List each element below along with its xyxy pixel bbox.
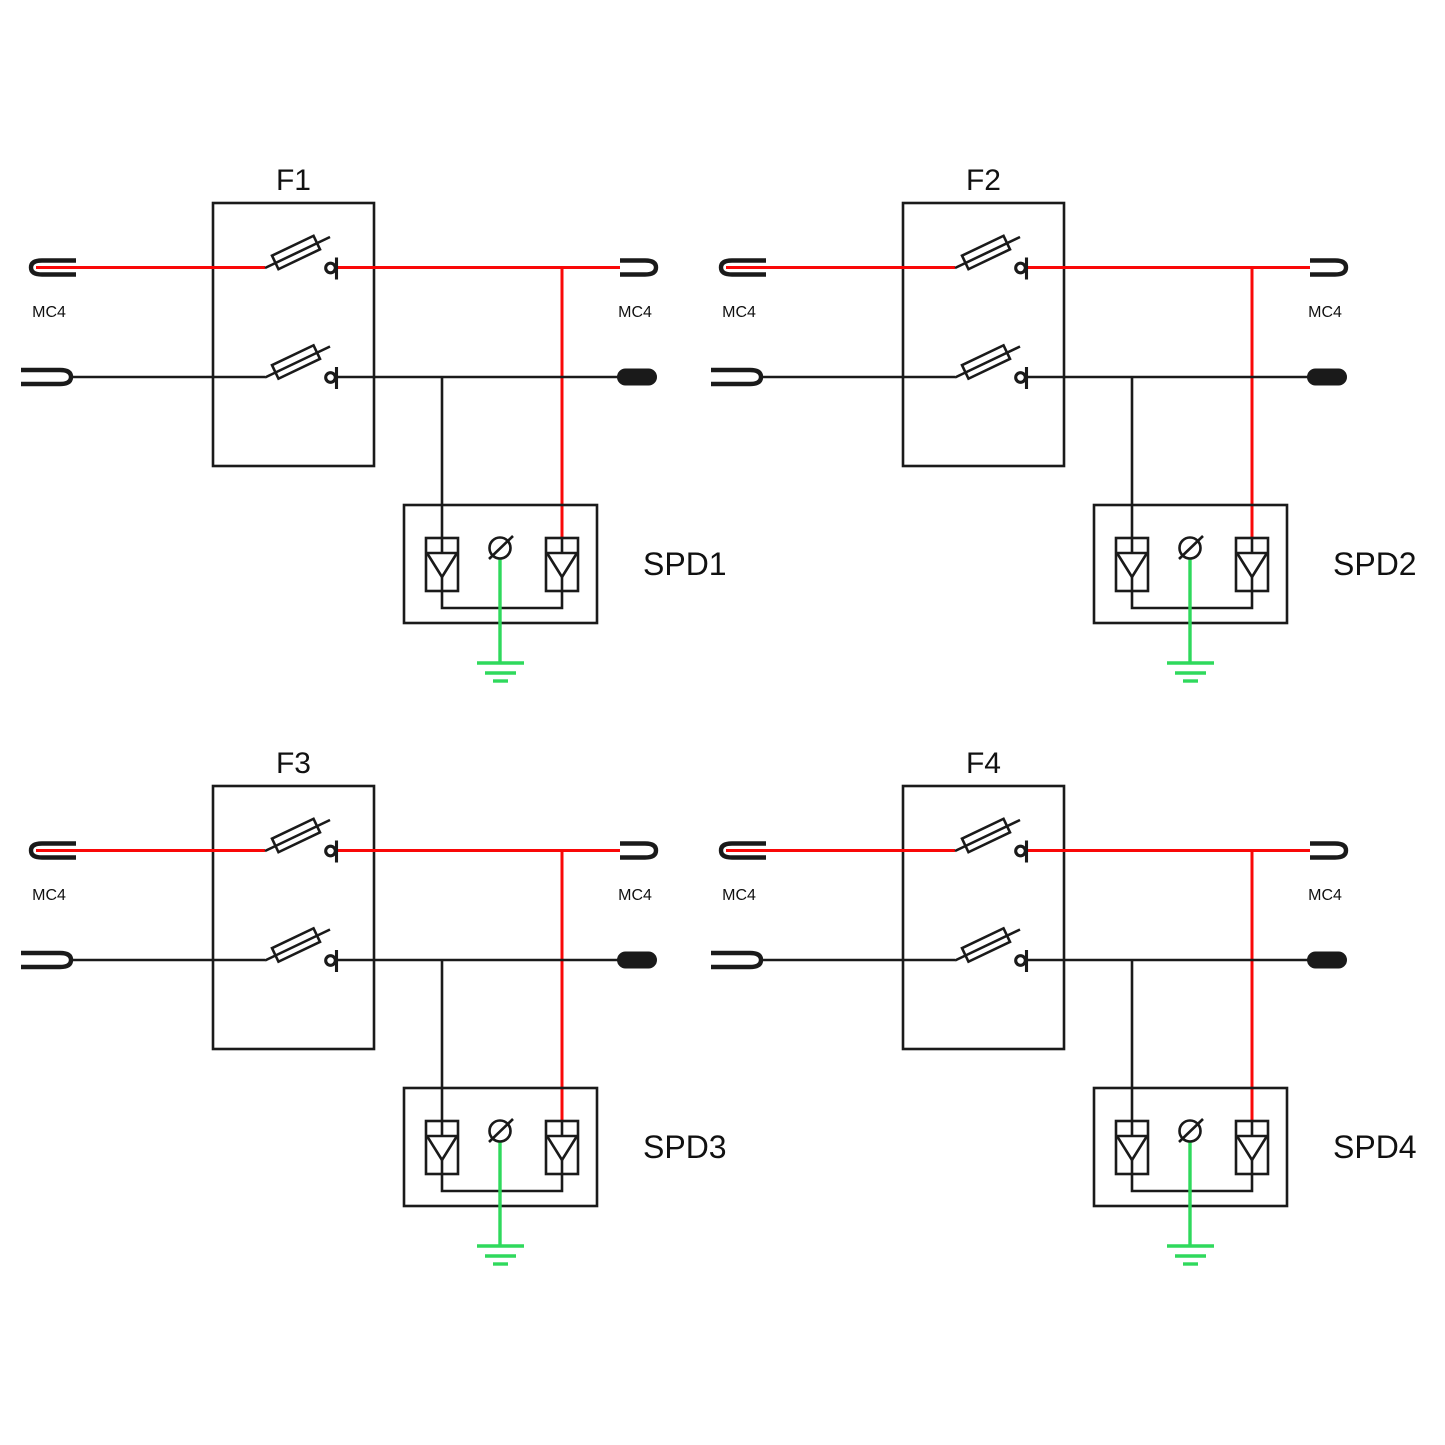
fuse-box [211, 784, 376, 1051]
fuse-group-label: F1 [275, 164, 311, 197]
circuit-block-f3-spd3: F3 MC4 MC4 SPD3 [0, 583, 760, 1283]
mc4-left-label: MC4 [32, 887, 66, 904]
fuse-box [211, 201, 376, 468]
ground-icon [477, 1244, 524, 1266]
ground-icon [1167, 1244, 1214, 1266]
spd-label: SPD1 [643, 546, 727, 582]
ground-icon [477, 661, 524, 683]
spd-bottom-link [440, 1174, 564, 1193]
screw-terminal-icon [1178, 1118, 1204, 1143]
fuse-switch-icon-negative [954, 926, 1029, 972]
mc4-left-label: MC4 [722, 304, 756, 321]
fuse-switch-icon-positive [954, 234, 1029, 280]
mc4-connector-right-negative-icon [1307, 368, 1347, 386]
mc4-right-label: MC4 [618, 304, 652, 321]
fuse-group-label: F3 [275, 747, 311, 780]
mc4-connector-left-positive-icon [28, 841, 76, 860]
varistor-icon-left [1114, 1119, 1150, 1176]
negative-wire [72, 958, 620, 1122]
mc4-connector-left-positive-icon [718, 258, 766, 277]
spd-bottom-link [1130, 1174, 1254, 1193]
circuit-block-f4-spd4: F4 MC4 MC4 SPD4 [690, 583, 1445, 1283]
spd-label: SPD2 [1333, 546, 1417, 582]
screw-terminal-icon [488, 535, 514, 560]
positive-wire [726, 266, 1310, 539]
fuse-switch-icon-positive [954, 817, 1029, 863]
mc4-connector-left-negative-icon [711, 367, 764, 387]
mc4-connector-right-positive-icon [1310, 841, 1349, 860]
mc4-right-label: MC4 [1308, 887, 1342, 904]
negative-wire [762, 958, 1310, 1122]
positive-wire [36, 266, 620, 539]
fuse-box [901, 201, 1066, 468]
fuse-switch-icon-negative [264, 926, 339, 972]
circuit-block-f1-spd1: F1 MC4 MC4 SPD1 [0, 0, 760, 700]
screw-terminal-icon [488, 1118, 514, 1143]
mc4-connector-left-positive-icon [28, 258, 76, 277]
mc4-connector-left-negative-icon [21, 367, 74, 387]
mc4-connector-right-negative-icon [617, 951, 657, 969]
negative-wire [72, 375, 620, 539]
fuse-group-label: F4 [965, 747, 1001, 780]
positive-wire [36, 849, 620, 1122]
mc4-left-label: MC4 [722, 887, 756, 904]
mc4-right-label: MC4 [618, 887, 652, 904]
screw-terminal-icon [1178, 535, 1204, 560]
ground-icon [1167, 661, 1214, 683]
fuse-switch-icon-negative [264, 343, 339, 389]
varistor-icon-right [1234, 1119, 1270, 1176]
fuse-group-label: F2 [965, 164, 1001, 197]
mc4-connector-right-negative-icon [1307, 951, 1347, 969]
mc4-connector-right-negative-icon [617, 368, 657, 386]
fuse-switch-icon-positive [264, 234, 339, 280]
fuse-box [901, 784, 1066, 1051]
spd-bottom-link [440, 591, 564, 610]
mc4-left-label: MC4 [32, 304, 66, 321]
circuit-block-f2-spd2: F2 MC4 MC4 SPD2 [690, 0, 1445, 700]
positive-wire [726, 849, 1310, 1122]
negative-wire [762, 375, 1310, 539]
spd-label: SPD4 [1333, 1129, 1417, 1165]
mc4-connector-right-positive-icon [620, 841, 659, 860]
mc4-connector-left-negative-icon [711, 950, 764, 970]
fuse-switch-icon-negative [954, 343, 1029, 389]
mc4-connector-left-positive-icon [718, 841, 766, 860]
mc4-right-label: MC4 [1308, 304, 1342, 321]
varistor-icon-right [544, 1119, 580, 1176]
spd-bottom-link [1130, 591, 1254, 610]
fuse-switch-icon-positive [264, 817, 339, 863]
varistor-icon-left [424, 1119, 460, 1176]
mc4-connector-right-positive-icon [1310, 258, 1349, 277]
spd-label: SPD3 [643, 1129, 727, 1165]
mc4-connector-right-positive-icon [620, 258, 659, 277]
mc4-connector-left-negative-icon [21, 950, 74, 970]
